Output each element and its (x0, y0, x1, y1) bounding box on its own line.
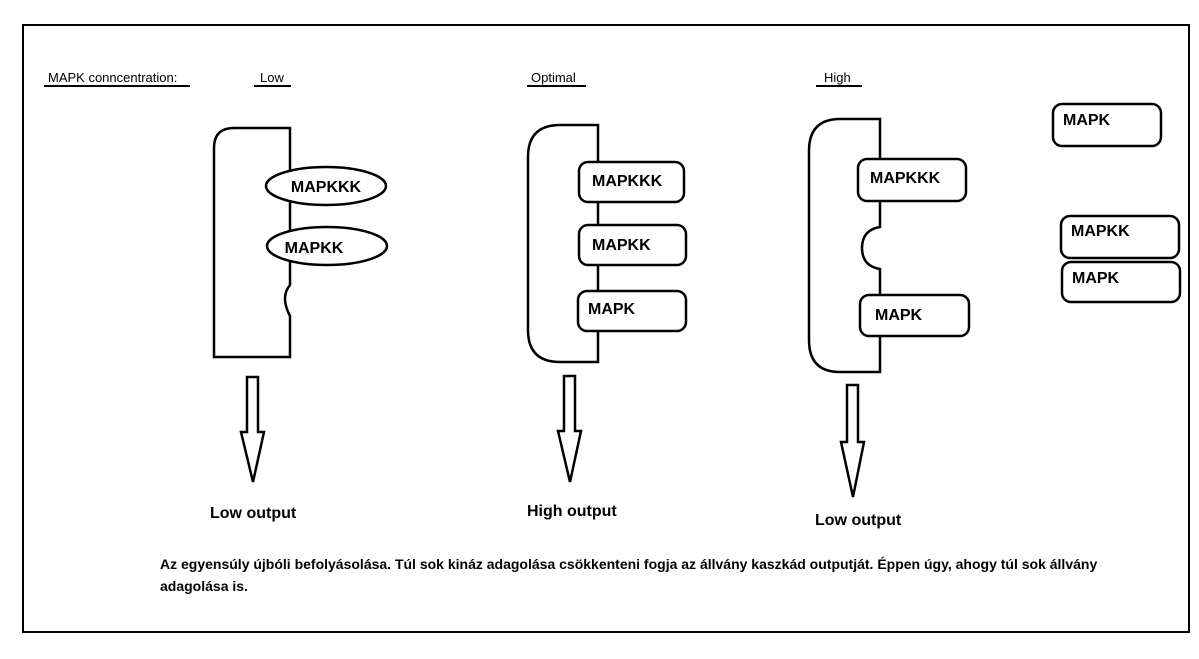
free-mapkk (1059, 214, 1181, 260)
mapkk-label: MAPKK (592, 237, 651, 254)
mapk-label: MAPK (1063, 112, 1111, 129)
free-mapk (1051, 102, 1163, 148)
caption: Az egyensúly újbóli befolyásolása. Túl s… (160, 556, 1098, 594)
mapkk-bound-low (265, 225, 389, 267)
level-high-label: High (824, 70, 851, 85)
mapk-label: MAPK (588, 301, 636, 318)
mapk-label: MAPK (1072, 270, 1120, 287)
output-low-label: Low output (210, 505, 297, 522)
free-mapk-2 (1060, 260, 1182, 304)
mapkk-label: MAPKK (1071, 223, 1130, 240)
mapkkk-bound-low (264, 165, 388, 207)
mapk-label: MAPK (875, 307, 923, 324)
mapkkk-label: MAPKKK (870, 170, 941, 187)
level-low-label: Low (260, 70, 284, 85)
mapkkk-label: MAPKKK (291, 179, 362, 196)
concentration-label: MAPK conncentration: (48, 70, 177, 85)
diagram-frame (22, 24, 1190, 633)
output-high-label: High output (527, 503, 617, 520)
arrow-optimal (556, 374, 583, 483)
level-optimal-label: Optimal (531, 70, 576, 85)
mapkkk-label: MAPKKK (592, 173, 663, 190)
arrow-low (239, 375, 266, 483)
mapkkk-bound-high (856, 157, 968, 203)
mapkkk-bound-optimal (577, 160, 686, 204)
output-low2-label: Low output (815, 512, 902, 529)
mapk-bound-high (858, 293, 971, 338)
mapkk-label: MAPKK (285, 240, 344, 257)
arrow-high (839, 383, 866, 498)
mapk-bound-optimal (576, 289, 688, 333)
mapkk-bound-optimal (577, 223, 688, 267)
